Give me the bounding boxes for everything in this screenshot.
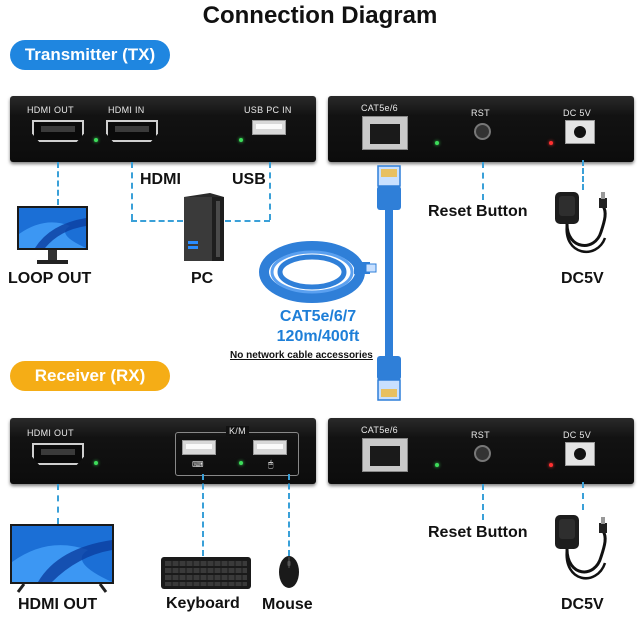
rx-mouse-usb-port[interactable] [253, 440, 287, 455]
pc-tower-icon [184, 193, 224, 261]
tx-loop-line [57, 162, 59, 205]
rx-cat-label: CAT5e/6 [361, 425, 398, 435]
tx-dc5v-label: DC5V [561, 270, 604, 287]
cable-note: No network cable accessories [230, 350, 373, 361]
tx-dc-line [582, 160, 584, 190]
tx-front-panel: HDMI OUT HDMI IN USB PC IN [10, 96, 316, 162]
cable-length-label: 120m/400ft [276, 328, 360, 345]
rx-reset-button-label: Reset Button [428, 524, 528, 541]
keyboard-icon [161, 557, 251, 589]
loop-out-label: LOOP OUT [8, 270, 92, 287]
tx-hdmi-out-port[interactable] [32, 120, 84, 142]
rx-dc-jack[interactable] [565, 442, 595, 466]
cable-type-label: CAT5e/6/7 [279, 308, 357, 325]
tx-hdmi-out-label: HDMI OUT [27, 105, 74, 115]
rx-dc5v-label: DC5V [561, 596, 604, 613]
tx-reset-line [482, 162, 484, 200]
tx-link-led [435, 141, 439, 145]
tx-reset-button[interactable] [474, 123, 491, 140]
tx-hdmi-label: HDMI [140, 171, 181, 188]
keyboard-small-icon: ⌨ [192, 460, 204, 469]
tx-usb-led [239, 138, 243, 142]
rx-keyboard-usb-port[interactable] [182, 440, 216, 455]
rx-hdmi-out-label: HDMI OUT [27, 428, 74, 438]
keyboard-label: Keyboard [166, 595, 240, 612]
rx-hdmi-out-port[interactable] [32, 443, 84, 465]
tx-usb-label: USB [232, 171, 266, 188]
rx-rear-panel: CAT5e/6 RST DC 5V [328, 418, 634, 484]
page-title: Connection Diagram [202, 2, 438, 29]
tx-usb-line [269, 162, 271, 220]
power-adapter-icon-rx [555, 515, 607, 580]
tv-icon [10, 524, 114, 593]
rx-rj45-port[interactable] [362, 438, 408, 472]
tx-usb-pc-in-label: USB PC IN [244, 105, 292, 115]
tx-hdmi-in-port[interactable] [106, 120, 158, 142]
rx-reset-button[interactable] [474, 445, 491, 462]
monitor-icon [17, 206, 88, 264]
tx-dc-jack[interactable] [565, 120, 595, 144]
rx-km-label: K/M [226, 426, 249, 436]
rx-led-green [94, 461, 98, 465]
rx-power-led [549, 463, 553, 467]
tx-hdmi-line-h [131, 220, 183, 222]
rx-reset-line [482, 484, 484, 520]
tx-power-led [549, 141, 553, 145]
tx-rst-label: RST [471, 108, 490, 118]
tx-rear-panel: CAT5e/6 RST DC 5V [328, 96, 634, 162]
power-adapter-icon [555, 192, 607, 254]
tx-hdmi-in-label: HDMI IN [108, 105, 145, 115]
rx-mouse-line [288, 474, 290, 556]
tx-rj45-port[interactable] [362, 116, 408, 150]
rx-dc-line [582, 482, 584, 510]
mouse-icon [279, 556, 299, 588]
transmitter-badge: Transmitter (TX) [10, 40, 170, 70]
tx-dc-label: DC 5V [563, 108, 592, 118]
rx-keyboard-line [202, 474, 204, 556]
receiver-badge: Receiver (RX) [10, 361, 170, 391]
tx-hdmi-line [131, 162, 133, 220]
ethernet-coil-icon [259, 241, 377, 303]
mouse-small-icon: 🖱 [268, 459, 274, 469]
pc-label: PC [191, 270, 214, 287]
rx-hdmi-out-text: HDMI OUT [18, 596, 98, 613]
rx-rst-label: RST [471, 430, 490, 440]
tx-cat-label: CAT5e/6 [361, 103, 398, 113]
rx-front-panel: HDMI OUT K/M ⌨ 🖱 [10, 418, 316, 484]
rx-km-led [239, 461, 243, 465]
tx-reset-button-label: Reset Button [428, 203, 528, 220]
tx-usb-line-h [225, 220, 270, 222]
mouse-label: Mouse [262, 596, 313, 613]
tx-led-green [94, 138, 98, 142]
rx-hdmi-line [57, 484, 59, 524]
tx-usb-port[interactable] [252, 120, 286, 135]
rx-dc-label: DC 5V [563, 430, 592, 440]
network-cable-icon [377, 165, 401, 401]
rx-link-led [435, 463, 439, 467]
